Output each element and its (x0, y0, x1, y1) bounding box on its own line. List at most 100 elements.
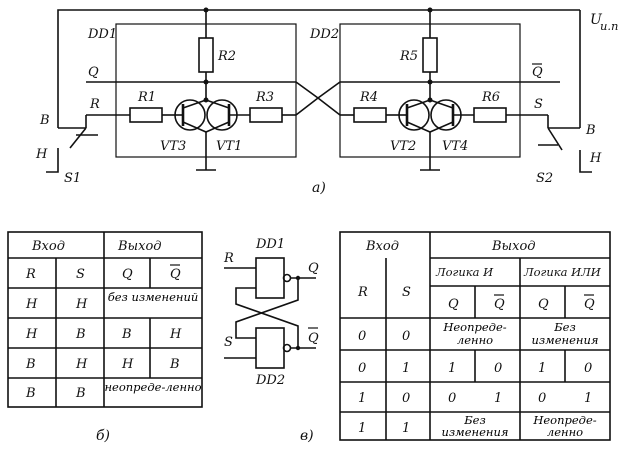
table-b-cell: Н (25, 327, 38, 342)
table-b-cell: Н (25, 297, 38, 312)
dd2-label: DD2 (309, 27, 339, 42)
r2-label: R2 (217, 49, 236, 64)
table-v-logic-and: Логика И (435, 265, 494, 279)
logic-dd1-label: DD1 (255, 237, 285, 252)
supply-label: U (590, 12, 603, 28)
table-v-col-qbar-and: Q (494, 297, 505, 312)
table-v-cell: 0 (584, 361, 592, 376)
table-v-cell: 1 (358, 391, 366, 406)
table-b-cell: Н (75, 297, 88, 312)
table-v-cell-merged: Неопреде-ленно (443, 320, 507, 347)
s-input-label: S (534, 97, 543, 112)
table-v-cell: 0 (538, 391, 546, 406)
table-v-cell: 1 (448, 361, 456, 376)
table-v-col-r: R (357, 285, 368, 300)
resistor-r2 (198, 37, 214, 73)
table-b-input-header: Вход (31, 239, 65, 254)
table-b-cell: В (169, 357, 180, 372)
gate-dd2 (255, 327, 285, 369)
vt3-label: VT3 (160, 139, 186, 154)
truth-table-b: Вход Выход R S Q Q Н Н без изменений Н В… (7, 231, 203, 444)
supply-subscript: и.п (600, 19, 618, 33)
table-v-cell: 1 (494, 391, 502, 406)
table-v-col-q-or: Q (538, 297, 549, 312)
table-b-output-header: Выход (117, 239, 162, 254)
logic-diagram: DD1 DD2 R S Q Q в) (223, 237, 319, 444)
logic-r-label: R (223, 251, 234, 266)
r5-label: R5 (399, 49, 418, 64)
table-b-col-qbar: Q (170, 267, 181, 282)
table-v-cell: 1 (402, 361, 410, 376)
table-v-cell: 1 (358, 421, 366, 436)
table-b-cell: В (25, 357, 36, 372)
r1-label: R1 (137, 90, 156, 105)
table-v-cell: 0 (494, 361, 502, 376)
table-v-cell-merged: Без изменения (441, 413, 509, 439)
table-b-cell: В (121, 327, 132, 342)
resistor-r6 (473, 107, 507, 123)
table-b-cell-merged: неопреде-ленно (104, 380, 202, 394)
vt2-label: VT2 (390, 139, 416, 154)
table-v-output-header: Выход (491, 239, 536, 254)
table-b-cell-merged: без изменений (107, 290, 199, 304)
caption-b: б) (96, 428, 110, 444)
table-v-input-header: Вход (365, 239, 399, 254)
table-b-cell: В (75, 327, 86, 342)
transistor-vt1 (205, 99, 250, 133)
table-b-cell: В (75, 386, 86, 401)
r4-label: R4 (359, 90, 378, 105)
table-v-cell: 0 (358, 329, 366, 344)
gate-dd1 (255, 257, 285, 299)
transistor-vt4 (429, 99, 474, 133)
table-b-cell: В (25, 386, 36, 401)
caption-a: а) (312, 180, 326, 196)
table-b-cell: Н (121, 357, 134, 372)
caption-v: в) (300, 428, 314, 444)
table-v-col-qbar-or: Q (584, 297, 595, 312)
transistor-vt2 (398, 99, 431, 133)
table-b-cell: Н (75, 357, 88, 372)
b-left-label: В (39, 113, 50, 128)
s2-label: S2 (536, 171, 553, 186)
table-v-cell-merged: Без изменения (531, 320, 599, 347)
h-right-label: Н (589, 151, 602, 166)
table-b-col-s: S (76, 267, 85, 282)
resistor-r1 (129, 107, 163, 123)
table-v-col-q-and: Q (448, 297, 459, 312)
table-v-col-s: S (402, 285, 411, 300)
table-v-logic-or: Логика ИЛИ (523, 265, 602, 279)
table-b-col-q: Q (122, 267, 133, 282)
table-v-cell: 0 (402, 391, 410, 406)
resistor-r5 (422, 37, 438, 73)
transistor-vt3 (174, 99, 207, 133)
table-v-cell: 0 (448, 391, 456, 406)
s1-label: S1 (64, 171, 81, 186)
logic-dd2-label: DD2 (255, 373, 285, 388)
dd1-label: DD1 (87, 27, 117, 42)
b-right-label: В (585, 123, 596, 138)
resistor-r4 (353, 107, 387, 123)
truth-table-v: Вход Выход Логика И Логика ИЛИ R S Q Q Q… (339, 231, 611, 441)
transistor-schematic: DD1 DD2 U и.п R2 R5 Q Q R R1 (35, 7, 618, 196)
logic-qbar-label: Q (308, 331, 319, 346)
r-input-label: R (89, 97, 100, 112)
table-v-cell: 1 (584, 391, 592, 406)
table-v-cell: 1 (538, 361, 546, 376)
table-v-cell: 1 (402, 421, 410, 436)
vt4-label: VT4 (442, 139, 468, 154)
table-v-cell-merged: Неопреде-ленно (533, 413, 597, 439)
r6-label: R6 (481, 90, 500, 105)
r3-label: R3 (255, 90, 274, 105)
table-v-cell: 0 (402, 329, 410, 344)
resistor-r3 (249, 107, 283, 123)
logic-s-label: S (224, 335, 233, 350)
q-output-label: Q (88, 65, 99, 80)
h-left-label: Н (35, 147, 48, 162)
table-b-cell: Н (169, 327, 182, 342)
table-b-col-r: R (25, 267, 36, 282)
q-bar-output-label: Q (532, 65, 543, 80)
logic-q-label: Q (308, 261, 319, 276)
vt1-label: VT1 (216, 139, 242, 154)
table-v-cell: 0 (358, 361, 366, 376)
